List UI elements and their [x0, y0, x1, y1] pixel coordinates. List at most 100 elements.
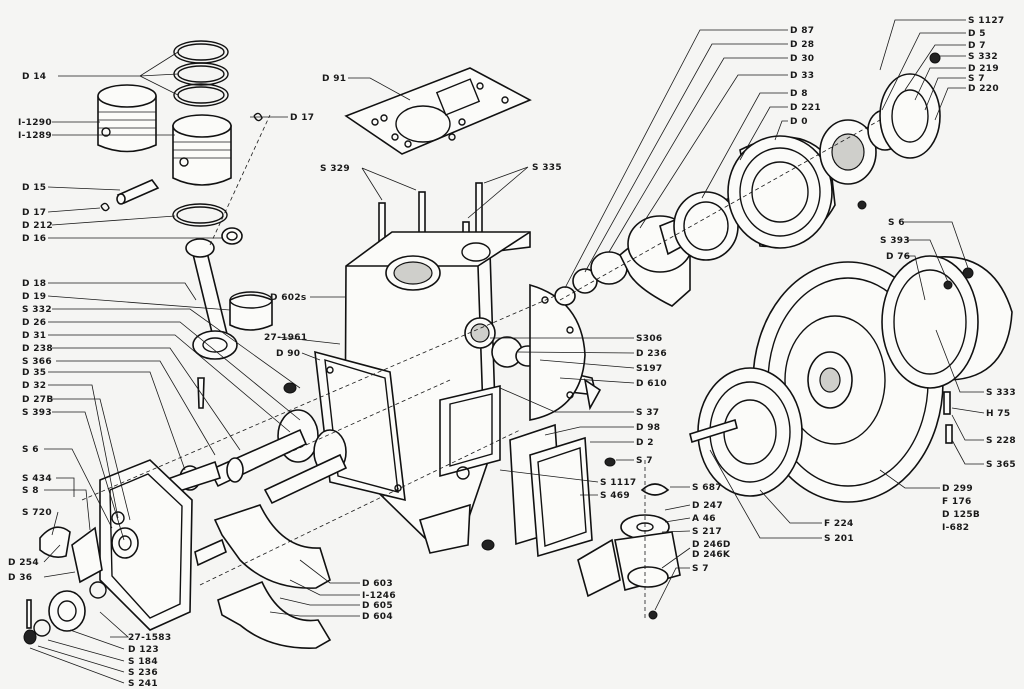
- label-s6-right: S 6: [888, 218, 905, 228]
- label-d2: D 2: [636, 438, 654, 448]
- label-d610: D 610: [636, 379, 667, 389]
- timing-cover: [71, 459, 193, 631]
- label-d247: D 247: [692, 501, 723, 511]
- label-d31: D 31: [22, 331, 46, 341]
- label-s7: S 7: [636, 456, 653, 466]
- label-s1117: S 1117: [600, 478, 636, 488]
- label-d125b: D 125B: [942, 510, 980, 520]
- label-d14: D 14: [22, 72, 46, 82]
- bushing-d16: [221, 227, 243, 245]
- label-i1289: I-1289: [18, 131, 52, 141]
- piston-pin: [116, 179, 160, 205]
- label-s236: S 236: [128, 668, 158, 678]
- label-d98: D 98: [636, 423, 660, 433]
- piston-right: [172, 114, 232, 186]
- governor-part-s720: [39, 526, 71, 558]
- fan-housing: [881, 255, 1013, 444]
- label-d299: D 299: [942, 484, 973, 494]
- label-s217: S 217: [692, 527, 722, 537]
- head-gasket: [344, 67, 532, 155]
- axis-line-3: [559, 119, 881, 301]
- label-f176: F 176: [942, 497, 972, 507]
- label-i682: I-682: [942, 523, 969, 533]
- label-s365: S 365: [986, 460, 1016, 470]
- label-s366: S 366: [22, 357, 52, 367]
- timing-gear: [23, 590, 86, 645]
- label-s228: S 228: [986, 436, 1016, 446]
- label-i1290: I-1290: [18, 118, 52, 128]
- label-s184: S 184: [128, 657, 158, 667]
- crankshaft: [554, 191, 744, 307]
- label-s8: S 8: [22, 486, 39, 496]
- label-s306: S306: [636, 334, 662, 344]
- label-d602s: D 602s: [270, 293, 307, 303]
- label-s332: S 332: [22, 305, 52, 315]
- label-d87: D 87: [790, 26, 814, 36]
- label-s197: S197: [636, 364, 662, 374]
- label-s7-pump: S 7: [692, 564, 709, 574]
- axis-line-5: [254, 379, 451, 469]
- label-d91: D 91: [322, 74, 346, 84]
- main-bearing-housing: [819, 52, 941, 210]
- label-d603: D 603: [362, 579, 393, 589]
- label-d246d: D 246D: [692, 540, 731, 550]
- label-s469: S 469: [600, 491, 630, 501]
- label-d27b: D 27B: [22, 395, 54, 405]
- label-d5: D 5: [968, 29, 986, 39]
- label-d30: D 30: [790, 54, 814, 64]
- part-labels: D 14 I-1290 I-1289 D 17 D 15 D 17 D 212 …: [8, 16, 1016, 689]
- label-27-1583: 27-1583: [128, 633, 171, 643]
- ring-d212: [172, 203, 228, 227]
- inspection-cover: [509, 423, 593, 558]
- label-s37: S 37: [636, 408, 659, 418]
- piston-rings: [173, 40, 229, 107]
- label-a46: A 46: [692, 514, 716, 524]
- label-d76: D 76: [886, 252, 910, 262]
- rod-bearing-d19: [229, 291, 273, 331]
- label-s329: S 329: [320, 164, 350, 174]
- label-d219: D 219: [968, 64, 999, 74]
- label-d212: D 212: [22, 221, 53, 231]
- label-d18: D 18: [22, 279, 46, 289]
- label-d19: D 19: [22, 292, 46, 302]
- label-s332-top: S 332: [968, 52, 998, 62]
- piston-left: [97, 84, 157, 153]
- label-d32: D 32: [22, 381, 46, 391]
- circlip-d17-top: [253, 112, 263, 122]
- label-d8: D 8: [790, 89, 808, 99]
- label-d0: D 0: [790, 117, 808, 127]
- label-d28: D 28: [790, 40, 814, 50]
- axis-line-4: [199, 429, 521, 586]
- circlip-d17: [100, 202, 110, 212]
- label-s335: S 335: [532, 163, 562, 173]
- label-s6: S 6: [22, 445, 39, 455]
- label-d36: D 36: [8, 573, 32, 583]
- label-s687: S 687: [692, 483, 722, 493]
- label-d254: D 254: [8, 558, 39, 568]
- label-f224: F 224: [824, 519, 854, 529]
- label-s201: S 201: [824, 534, 854, 544]
- label-d26: D 26: [22, 318, 46, 328]
- label-d90: D 90: [276, 349, 300, 359]
- label-d605: D 605: [362, 601, 393, 611]
- label-d16: D 16: [22, 234, 46, 244]
- label-s333: S 333: [986, 388, 1016, 398]
- label-d15: D 15: [22, 183, 46, 193]
- label-d17: D 17: [22, 208, 46, 218]
- label-s1127: S 1127: [968, 16, 1004, 26]
- label-d33: D 33: [790, 71, 814, 81]
- label-s393: S 393: [22, 408, 52, 418]
- label-s241: S 241: [128, 679, 158, 689]
- label-d123: D 123: [128, 645, 159, 655]
- label-s720: S 720: [22, 508, 52, 518]
- label-d17-top: D 17: [290, 113, 314, 123]
- label-d35: D 35: [22, 368, 46, 378]
- axis-line-1: [81, 295, 556, 501]
- label-27-1961: 27-1961: [264, 333, 307, 343]
- label-d246k: D 246K: [692, 550, 731, 560]
- label-s393-right: S 393: [880, 236, 910, 246]
- label-s7-top: S 7: [968, 74, 985, 84]
- label-d7: D 7: [968, 41, 986, 51]
